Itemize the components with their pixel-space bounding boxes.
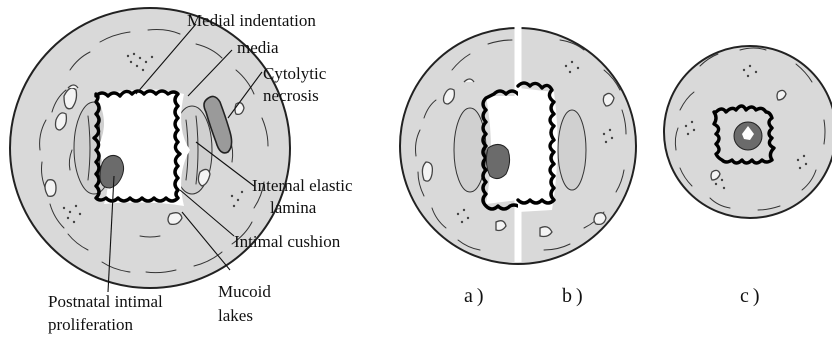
label-lamina: lamina	[270, 198, 317, 217]
panel-label-c: c )	[740, 285, 760, 307]
postnatal-proliferation-a	[486, 144, 509, 178]
label-proliferation: proliferation	[48, 315, 133, 334]
panel-label-b: b )	[562, 285, 583, 307]
label-internal-elastic: Internal elastic	[252, 176, 353, 195]
panel-ab-cross-section	[400, 22, 636, 264]
label-intimal-cushion: Intimal cushion	[234, 232, 341, 251]
label-postnatal-intimal: Postnatal intimal	[48, 292, 163, 311]
label-medial-indentation: Medial indentation	[187, 11, 316, 30]
label-lakes: lakes	[218, 306, 253, 325]
intimal-cushion-b	[558, 110, 586, 190]
panel-c-cross-section	[664, 46, 832, 218]
main-cross-section: Medial indentation media Cytolytic necro…	[10, 8, 353, 334]
intimal-cushion-a	[454, 108, 486, 192]
panel-label-a: a )	[464, 285, 484, 307]
label-cytolytic: Cytolytic	[263, 64, 327, 83]
label-necrosis: necrosis	[263, 86, 319, 105]
label-media: media	[237, 38, 279, 57]
label-mucoid: Mucoid	[218, 282, 271, 301]
